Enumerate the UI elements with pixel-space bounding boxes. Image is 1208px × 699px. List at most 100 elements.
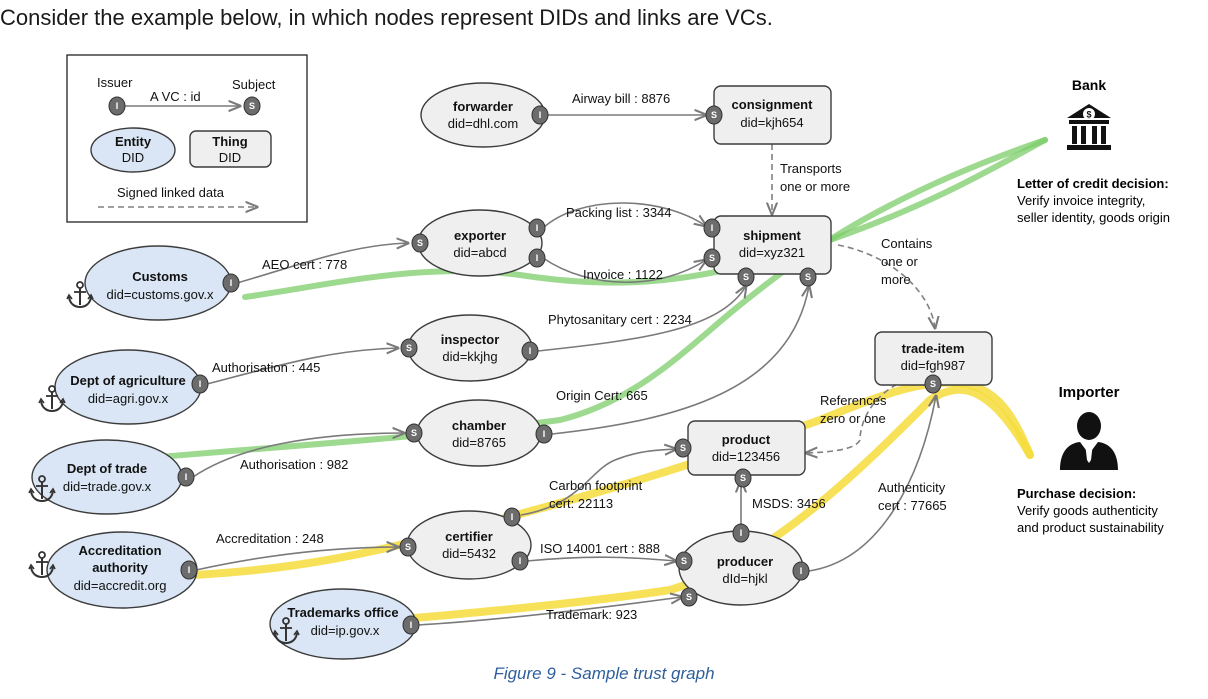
bank-panel: Bank $ Letter of credit decision: Verify…	[1017, 77, 1170, 225]
intro-text: Consider the example below, in which nod…	[0, 5, 773, 30]
svg-text:did=trade.gov.x: did=trade.gov.x	[63, 479, 152, 494]
svg-text:did=123456: did=123456	[712, 449, 780, 464]
edge-label-contains-3: more	[881, 272, 911, 287]
node-product: product did=123456	[687, 420, 806, 476]
edge-label-references-2: zero or one	[820, 411, 886, 426]
svg-text:did=ip.gov.x: did=ip.gov.x	[311, 623, 380, 638]
svg-text:I: I	[711, 223, 714, 233]
edge-label-origin-cert: Origin Cert: 665	[556, 388, 648, 403]
bank-title: Bank	[1072, 77, 1106, 93]
svg-text:I: I	[543, 429, 546, 439]
node-forwarder: forwarder did=dhl.com	[420, 82, 546, 148]
node-consignment: consignment did=kjh654	[713, 85, 832, 145]
svg-text:I: I	[230, 278, 233, 288]
legend-entity-label: Entity	[115, 134, 152, 149]
svg-text:exporter: exporter	[454, 228, 506, 243]
edge-label-contains-1: Contains	[881, 236, 933, 251]
svg-text:did=fgh987: did=fgh987	[901, 358, 966, 373]
svg-text:Dept of trade: Dept of trade	[67, 461, 147, 476]
bank-icon: $	[1067, 104, 1111, 150]
svg-text:Dept of agriculture: Dept of agriculture	[70, 373, 186, 388]
subject-port: S	[734, 468, 752, 488]
svg-text:I: I	[188, 565, 191, 575]
importer-title: Importer	[1059, 384, 1120, 401]
node-chamber: chamber did=8765	[416, 399, 542, 467]
legend-issuer-port: I	[108, 96, 126, 116]
svg-text:S: S	[249, 101, 255, 111]
edge-label-packing-list: Packing list : 3344	[566, 205, 672, 220]
edge-label-authorisation-982: Authorisation : 982	[240, 457, 348, 472]
svg-text:S: S	[686, 592, 692, 602]
svg-text:did=kkjhg: did=kkjhg	[442, 349, 497, 364]
edge-label-transports-1: Transports	[780, 161, 842, 176]
issuer-port: I	[191, 374, 209, 394]
subject-port: S	[737, 267, 755, 287]
legend-subject-label: Subject	[232, 77, 276, 92]
node-inspector: inspector did=kkjhg	[407, 314, 533, 382]
issuer-port: I	[528, 218, 546, 238]
node-trademarks-office: Trademarks office did=ip.gov.x	[269, 588, 417, 660]
svg-text:I: I	[410, 620, 413, 630]
edge-label-authorisation-445: Authorisation : 445	[212, 360, 320, 375]
subject-port: S	[400, 338, 418, 358]
bank-line-2: seller identity, goods origin	[1017, 210, 1170, 225]
issuer-port: I	[180, 560, 198, 580]
importer-line-2: and product sustainability	[1017, 520, 1164, 535]
svg-text:S: S	[709, 253, 715, 263]
svg-text:did=agri.gov.x: did=agri.gov.x	[88, 391, 169, 406]
svg-text:did=xyz321: did=xyz321	[739, 245, 805, 260]
edge-label-iso: ISO 14001 cert : 888	[540, 541, 660, 556]
svg-text:I: I	[199, 379, 202, 389]
svg-text:S: S	[740, 473, 746, 483]
edge-label-carbon-2: cert: 22113	[549, 496, 613, 511]
svg-text:Trademarks office: Trademarks office	[287, 605, 398, 620]
svg-text:S: S	[680, 443, 686, 453]
svg-text:$: $	[1086, 110, 1091, 120]
legend-thing-did: DID	[219, 150, 241, 165]
svg-text:did=8765: did=8765	[452, 435, 506, 450]
svg-text:I: I	[740, 528, 743, 538]
svg-text:I: I	[519, 556, 522, 566]
importer-decision: Purchase decision:	[1017, 486, 1136, 501]
legend-thing-label: Thing	[212, 134, 247, 149]
importer-line-1: Verify goods authenticity	[1017, 503, 1158, 518]
svg-text:forwarder: forwarder	[453, 99, 513, 114]
node-trade-item: trade-item did=fgh987	[874, 331, 993, 386]
svg-text:did=accredit.org: did=accredit.org	[74, 578, 167, 593]
svg-text:Accreditation: Accreditation	[78, 543, 161, 558]
anchors	[28, 281, 300, 645]
svg-text:trade-item: trade-item	[902, 341, 965, 356]
legend-entity-did: DID	[122, 150, 144, 165]
svg-text:did=kjh654: did=kjh654	[740, 115, 803, 130]
svg-text:producer: producer	[717, 554, 773, 569]
edge-label-trademark: Trademark: 923	[546, 607, 637, 622]
anchor-icon	[38, 385, 66, 413]
node-dept-agriculture: Dept of agriculture did=agri.gov.x	[54, 349, 202, 425]
node-customs: Customs did=customs.gov.x	[84, 245, 232, 321]
svg-text:consignment: consignment	[732, 97, 814, 112]
legend-issuer-label: Issuer	[97, 75, 133, 90]
anchor-icon	[28, 551, 56, 579]
edge-label-references-1: References	[820, 393, 887, 408]
subject-port: S	[924, 374, 942, 394]
legend-signed-label: Signed linked data	[117, 185, 225, 200]
edge-label-invoice: Invoice : 1122	[583, 267, 663, 282]
svg-text:S: S	[805, 272, 811, 282]
anchor-icon	[66, 281, 94, 309]
legend-entity-shape	[90, 127, 176, 173]
issuer-port: I	[177, 467, 195, 487]
svg-text:S: S	[743, 272, 749, 282]
svg-text:I: I	[536, 223, 539, 233]
svg-text:did=dhl.com: did=dhl.com	[448, 116, 518, 131]
anchor-icon	[28, 475, 56, 503]
svg-text:I: I	[185, 472, 188, 482]
svg-text:I: I	[800, 566, 803, 576]
subject-port: S	[674, 438, 692, 458]
svg-text:S: S	[930, 379, 936, 389]
subject-port: S	[399, 537, 417, 557]
svg-text:Customs: Customs	[132, 269, 188, 284]
subject-port: S	[703, 248, 721, 268]
edge-label-accreditation: Accreditation : 248	[216, 531, 324, 546]
edge-label-aeo-cert: AEO cert : 778	[262, 257, 347, 272]
subject-port: S	[411, 233, 429, 253]
